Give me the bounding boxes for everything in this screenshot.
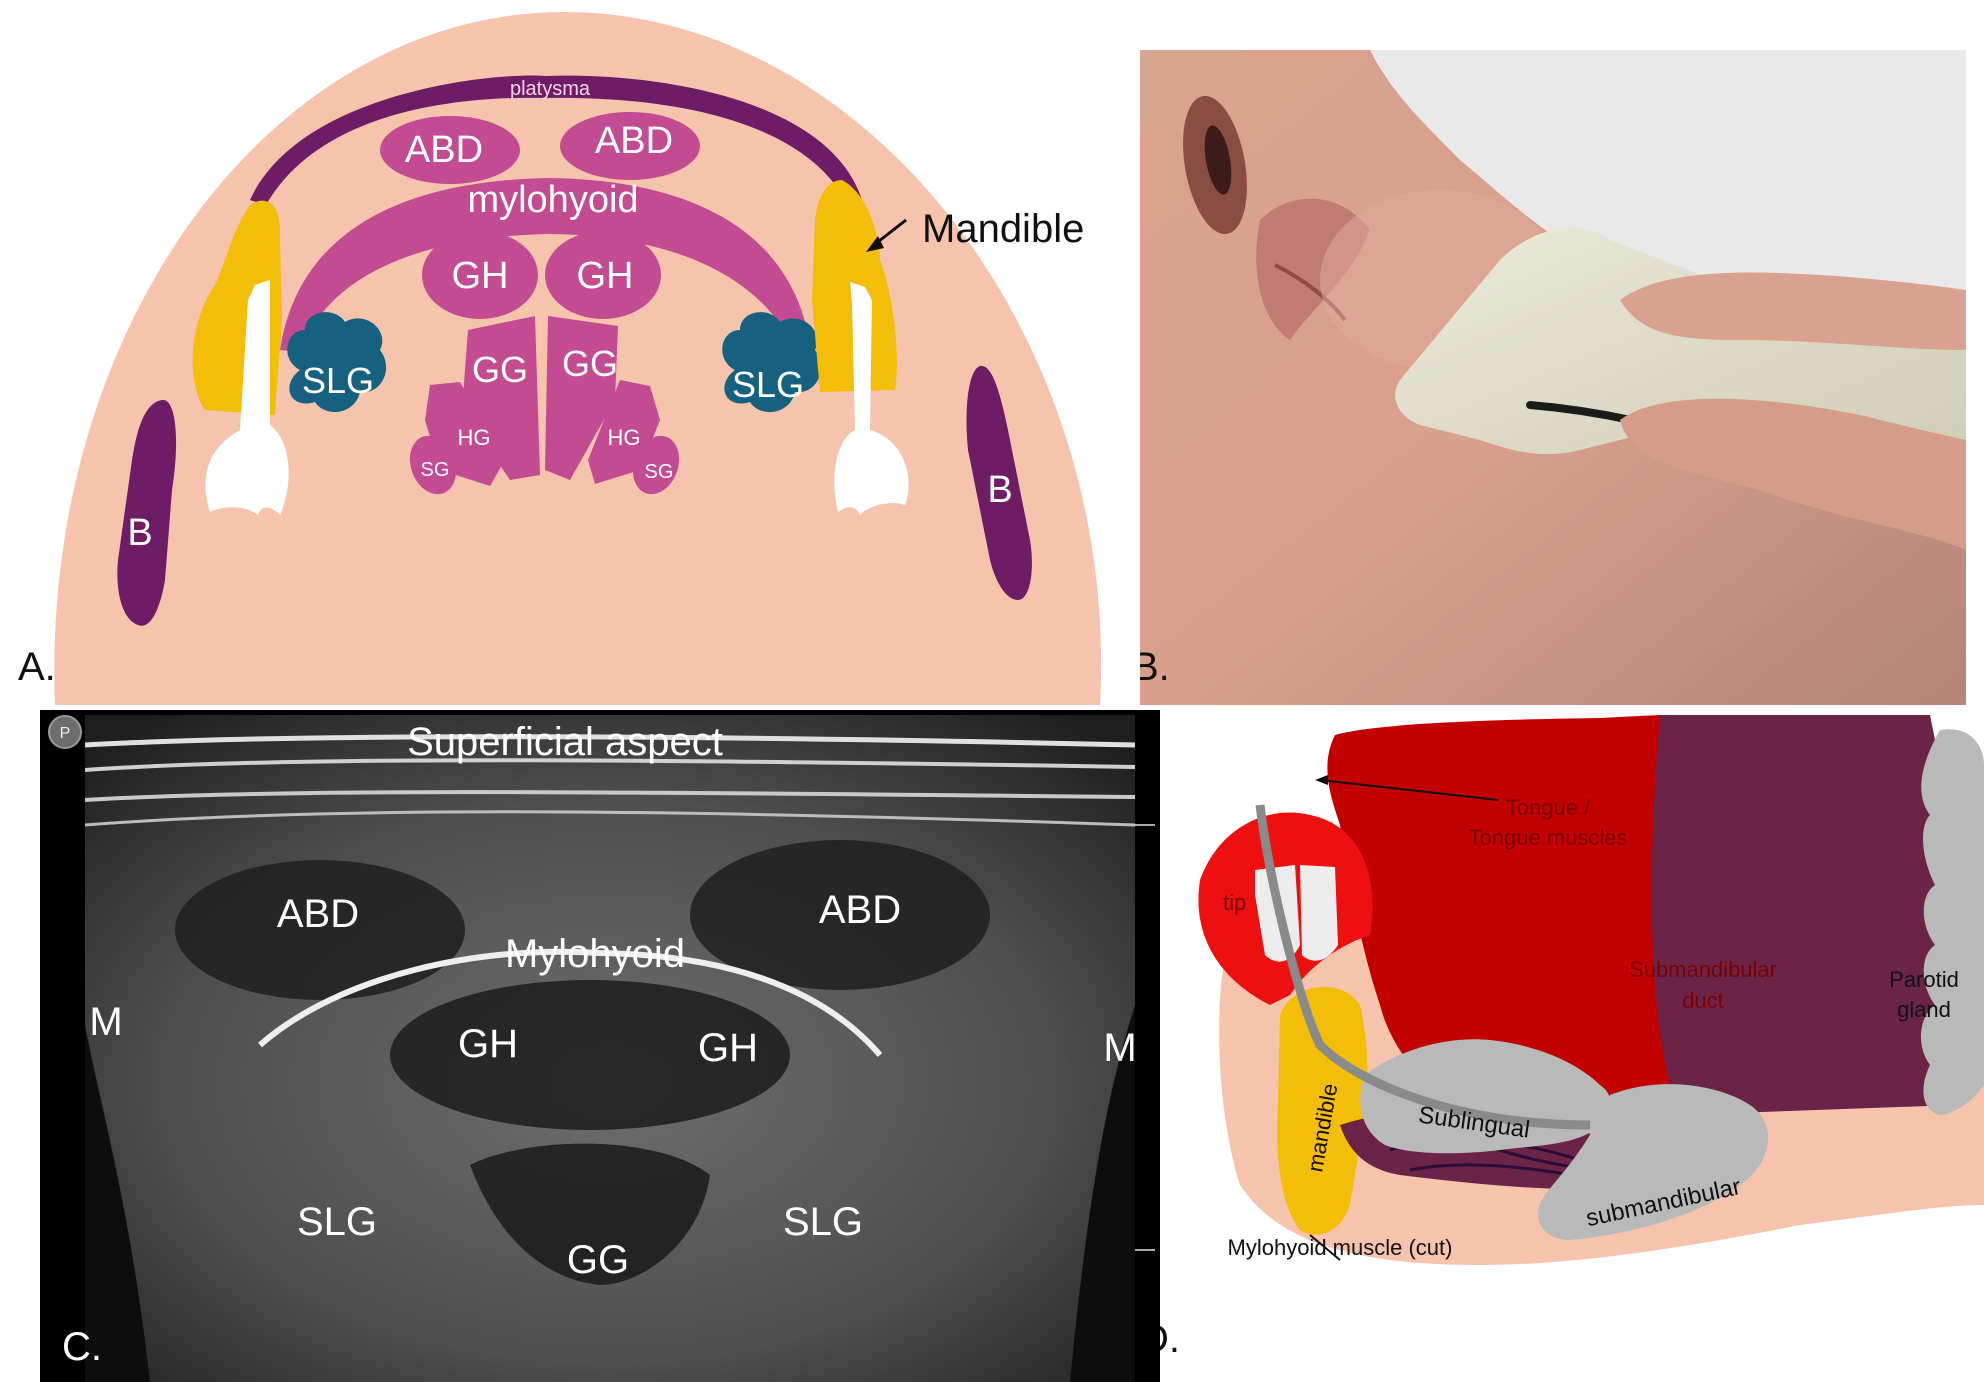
sg-left-label: SG (421, 459, 450, 481)
slg-right-shape (722, 312, 822, 413)
abd-right-shape (560, 112, 700, 180)
hg-left-label: HG (458, 425, 491, 450)
parotid-region (1651, 715, 1955, 1115)
thumb-shape (1620, 398, 1966, 550)
mylohyoid-callout-line (1309, 1234, 1341, 1261)
gh-left-us-label: GH (458, 1022, 518, 1066)
abd-left-us-label: ABD (277, 892, 359, 936)
tooth-left-shape (205, 280, 289, 515)
tooth-back-shape (1300, 865, 1338, 961)
b-right-shape (966, 365, 1032, 600)
abd-left-label: ABD (405, 129, 483, 171)
b-left-label: B (127, 512, 152, 554)
panel-a-letter: A. (18, 645, 56, 689)
left-edge-shadow (40, 710, 85, 1382)
fascia-line-3 (84, 790, 1136, 802)
mylohyoid-echo (258, 948, 883, 1057)
b-left-shape (117, 399, 177, 626)
m-left-shadow (85, 1025, 150, 1382)
fascia-line-1 (84, 734, 1136, 748)
mandible-arrowhead-icon (866, 236, 884, 252)
finger-top (1620, 272, 1966, 350)
gg-right-label: GG (562, 343, 618, 384)
sagittal-anatomy-diagram: Tongue / Tongue muscles tip mandible Sub… (1198, 715, 1984, 1265)
panel-c-letter: C. (62, 1325, 102, 1369)
panel-b-probe-photo: B. (1140, 50, 1966, 705)
b-right-label: B (987, 469, 1012, 511)
panel-d-sagittal-diagram: Tongue / Tongue muscles tip mandible Sub… (1160, 705, 1984, 1382)
gg-left-shape (462, 316, 540, 480)
gh-left-shape (422, 231, 538, 319)
ultrasound-image: P Superficial aspect ABD ABD Mylohyoid G… (40, 710, 1160, 1382)
fascia-line-2 (84, 758, 1136, 772)
mylohyoid-label: mylohyoid (467, 179, 638, 221)
slg-right-label: SLG (732, 364, 804, 405)
duct-callout-line (1319, 779, 1499, 801)
abd-right-region (690, 840, 990, 990)
m-right-shadow (1070, 1005, 1135, 1382)
fascia-line-4 (84, 810, 1136, 827)
gh-right-shape (545, 231, 661, 319)
parotid-label-2: gland (1897, 997, 1951, 1022)
gg-region (470, 1143, 710, 1285)
mylohyoid-cut-label: Mylohyoid muscle (cut) (1228, 1235, 1453, 1260)
hg-right-label: HG (608, 425, 641, 450)
parotid-gland-shape (1920, 729, 1984, 1115)
mandible-shape (1277, 986, 1368, 1235)
submandibular-duct-label-2: duct (1682, 988, 1724, 1013)
submandibular-gland-shape (1538, 1084, 1769, 1240)
abd-right-label: ABD (595, 120, 673, 162)
parotid-label-1: Parotid (1889, 967, 1959, 992)
m-right-us-label: M (1103, 1026, 1136, 1070)
abd-left-region (175, 860, 465, 1000)
slg-left-label: SLG (302, 360, 374, 401)
gh-right-label: GH (577, 255, 634, 297)
duct-arrowhead-icon (1315, 775, 1328, 785)
gg-left-label: GG (472, 349, 528, 390)
axial-anatomy-diagram: platysma ABD ABD mylohyoid GH GH GG GG H… (54, 12, 1102, 705)
nostril-shape (1204, 125, 1232, 195)
tip-label: tip (1223, 890, 1246, 915)
mylohyoid-us-label: Mylohyoid (505, 932, 685, 976)
gh-left-label: GH (452, 255, 509, 297)
sg-left-shape (409, 435, 457, 495)
sg-right-label: SG (645, 461, 674, 483)
gh-right-us-label: GH (698, 1026, 758, 1070)
platysma-band (250, 75, 862, 206)
abd-left-shape (380, 116, 520, 184)
mylohyoid-sling (280, 178, 812, 362)
tongue-region (1327, 715, 1680, 1105)
slg-left-shape (287, 312, 387, 413)
abd-right-us-label: ABD (819, 888, 901, 932)
superficial-label: Superficial aspect (407, 720, 723, 764)
submandibular-duct-label-1: Submandibular (1629, 957, 1777, 982)
slg-left-us-label: SLG (297, 1200, 377, 1244)
platysma-label: platysma (510, 78, 591, 100)
probe-placement-photo (1140, 50, 1966, 705)
gg-right-shape (545, 316, 618, 480)
tongue-label-line2: Tongue muscles (1469, 825, 1628, 850)
tongue-label-line1: Tongue / (1506, 795, 1591, 820)
panel-a-axial-diagram: platysma ABD ABD mylohyoid GH GH GG GG H… (0, 0, 1130, 705)
gg-us-label: GG (567, 1238, 629, 1282)
sg-right-shape (632, 435, 680, 495)
tooth-right-shape (834, 282, 909, 515)
panel-b-letter: B. (1140, 645, 1170, 689)
panel-d-letter: D. (1160, 1317, 1180, 1361)
m-left-us-label: M (89, 1000, 122, 1044)
probe-orientation-badge (48, 715, 82, 749)
probe-badge-label: P (60, 725, 71, 742)
panel-c-ultrasound: P Superficial aspect ABD ABD Mylohyoid G… (0, 705, 1160, 1382)
mandible-label: Mandible (922, 207, 1084, 251)
slg-right-us-label: SLG (783, 1200, 863, 1244)
submandibular-duct-line (1255, 804, 1591, 1130)
gh-region (390, 980, 790, 1130)
